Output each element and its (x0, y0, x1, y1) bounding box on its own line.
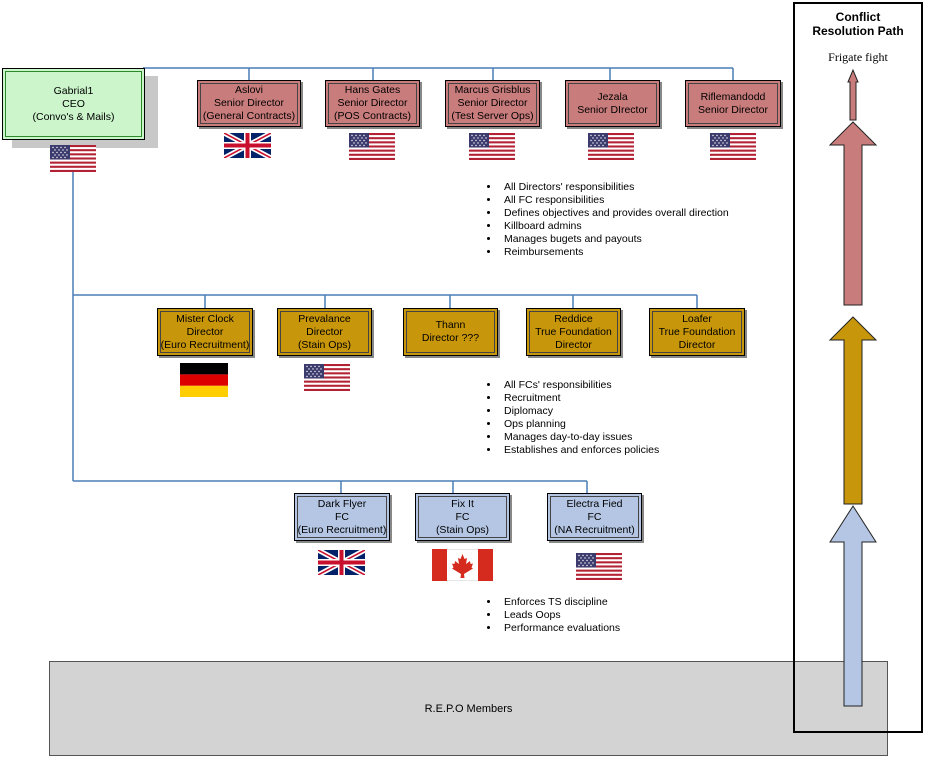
fc-detail: (NA Recruitment) (554, 523, 635, 536)
list-item: All FCs' responsibilities (500, 379, 659, 392)
conflict-resolution-panel: Conflict Resolution Path Frigate fight (793, 2, 923, 733)
list-item: Establishes and enforces policies (500, 444, 659, 457)
director-name: Thann (435, 319, 466, 331)
senior-director-box-jezala[interactable]: Jezala Senior DIrector (565, 80, 660, 127)
senior-director-box-marcus-grisblus[interactable]: Marcus Grisblus Senior Director (Test Se… (445, 80, 540, 127)
fc-box-electra-fied[interactable]: Electra Fied FC (NA Recruitment) (547, 493, 642, 541)
ceo-shadow-strip (145, 80, 157, 102)
director-role: Director ??? (421, 332, 480, 344)
director-detail: (Euro Recruitment) (160, 338, 250, 351)
director-box-mister-clock[interactable]: Mister Clock Director (Euro Recruitment) (157, 308, 253, 356)
list-item: All Directors' responsibilities (500, 181, 729, 194)
members-bar[interactable]: R.E.P.O Members (49, 661, 888, 756)
list-item: Performance evaluations (500, 622, 620, 635)
senior-director-name: Aslovi (234, 84, 263, 96)
list-item: Ops planning (500, 418, 659, 431)
fc-name: Electra Fied (566, 497, 623, 510)
fc-name: Fix It (451, 497, 474, 510)
fc-role: FC (334, 510, 349, 523)
list-item: Leads Oops (500, 609, 620, 622)
fc-responsibilities-list: Enforces TS discipline Leads Oops Perfor… (476, 596, 620, 635)
senior-director-detail: (Test Server Ops) (451, 110, 534, 122)
senior-director-box-riflemandodd[interactable]: Riflemandodd Senior Director (685, 80, 781, 127)
list-item: Manages day-to-day issues (500, 431, 659, 444)
senior-director-detail: (POS Contracts) (333, 110, 412, 122)
members-label: R.E.P.O Members (424, 702, 513, 715)
director-role: True Foundation (658, 325, 736, 338)
fc-box-dark-flyer[interactable]: Dark Flyer FC (Euro Recruitment) (294, 493, 390, 541)
list-item: Enforces TS discipline (500, 596, 620, 609)
senior-director-role: Senior Director (697, 103, 769, 116)
senior-director-box-aslovi[interactable]: Aslovi Senior Director (General Contract… (197, 80, 301, 127)
senior-director-box-hans-gates[interactable]: Hans Gates Senior Director (POS Contract… (325, 80, 420, 127)
senior-director-detail: (General Contracts) (202, 110, 296, 122)
director-box-reddice[interactable]: Reddice True Foundation Director (526, 308, 621, 356)
director-name: Mister Clock (176, 312, 234, 325)
senior-arrow-icon (828, 121, 878, 306)
fc-box-fix-it[interactable]: Fix It FC (Stain Ops) (415, 493, 510, 541)
fc-name: Dark Flyer (317, 497, 367, 510)
ceo-name: Gabrial1 (53, 84, 94, 97)
list-item: Defines objectives and provides overall … (500, 207, 729, 220)
director-role: True Foundation (535, 325, 612, 338)
senior-responsibilities-list: All Directors' responsibilities All FC r… (476, 181, 729, 259)
director-arrow-icon (828, 316, 878, 505)
senior-director-name: Marcus Grisblus (454, 84, 531, 96)
senior-director-role: Senior DIrector (577, 103, 648, 116)
director-box-thann[interactable]: Thann Director ??? (403, 308, 498, 356)
list-item: Recruitment (500, 392, 659, 405)
director-detail: (Stain Ops) (297, 338, 352, 351)
list-item: Manages bugets and payouts (500, 233, 729, 246)
ceo-detail: (Convo's & Mails) (32, 110, 115, 123)
frigate-fight-label: Frigate fight (828, 50, 888, 64)
ceo-box[interactable]: Gabrial1 CEO (Convo's & Mails) (2, 68, 145, 140)
director-role: Director (306, 325, 343, 338)
director-role: Director (186, 325, 224, 338)
german-flag (180, 363, 228, 397)
list-item: Reimbursements (500, 246, 729, 259)
conflict-title: Conflict Resolution Path (812, 10, 904, 38)
fc-role: FC (455, 510, 470, 523)
director-responsibilities-list: All FCs' responsibilities Recruitment Di… (476, 379, 659, 457)
senior-director-name: Jezala (597, 90, 628, 103)
director-name: Loafer (682, 312, 712, 325)
list-item: Diplomacy (500, 405, 659, 418)
senior-director-role: Senior Director (337, 97, 408, 109)
director-detail: Director (555, 338, 592, 351)
fc-arrow-icon (829, 505, 877, 707)
senior-director-role: Senior Director (213, 97, 284, 109)
list-item: Killboard admins (500, 220, 729, 233)
director-box-prevalance[interactable]: Prevalance Director (Stain Ops) (277, 308, 372, 356)
fc-detail: (Euro Recruitment) (297, 523, 387, 536)
director-name: Prevalance (298, 312, 351, 325)
canada-flag (432, 549, 493, 581)
senior-director-name: Riflemandodd (700, 90, 766, 103)
director-box-loafer[interactable]: Loafer True Foundation Director (649, 308, 745, 356)
small-arrow-icon (847, 68, 859, 121)
fc-detail: (Stain Ops) (435, 523, 490, 536)
director-name: Reddice (554, 312, 593, 325)
fc-role: FC (587, 510, 602, 523)
senior-director-name: Hans Gates (344, 84, 401, 96)
director-detail: Director (678, 338, 716, 351)
ceo-role: CEO (62, 97, 85, 110)
list-item: All FC responsibilities (500, 194, 729, 207)
senior-director-role: Senior Director (457, 97, 528, 109)
